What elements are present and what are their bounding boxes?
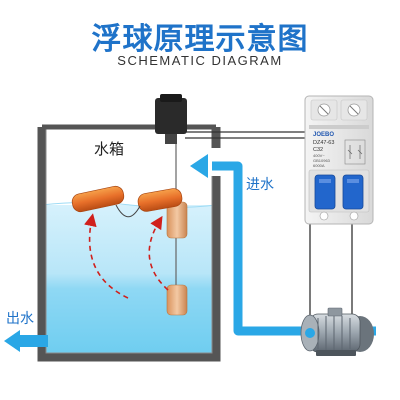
inlet-arrowhead: [190, 154, 208, 178]
float-right: [137, 188, 183, 212]
motion-arrow-left: [84, 213, 129, 299]
outlet-arrowhead: [4, 330, 20, 352]
breaker-toggle-right: [342, 174, 364, 210]
tank-wall: [37, 127, 221, 362]
breaker-spec-2: GB10963: [313, 158, 331, 163]
float-switch-mount: [165, 134, 177, 144]
tank-label: 水箱: [94, 140, 124, 158]
breaker-spec-1: 400V~: [313, 153, 325, 158]
circuit-breaker: JOEBO DZ47-63 C32 400V~ GB10963 6000A: [304, 95, 374, 225]
tank-wall-inner: [45, 127, 213, 354]
breaker-toggle-left: [314, 174, 336, 210]
counterweight-lower: [166, 284, 188, 316]
breaker-symbol-box: [344, 139, 366, 165]
float-switch-cap: [160, 94, 182, 102]
breaker-brand: JOEBO: [313, 132, 334, 138]
motion-arrow-right: [148, 215, 169, 291]
outlet-label: 出水: [6, 311, 34, 327]
float-cable: [115, 204, 141, 218]
outlet-pipe: [18, 335, 48, 347]
water-pump: [300, 307, 374, 356]
page-subtitle: SCHEMATIC DIAGRAM: [117, 53, 283, 68]
page-title: 浮球原理示意图: [91, 22, 309, 57]
float-left: [71, 185, 125, 213]
breaker-rating: C32: [313, 147, 323, 153]
inlet-pipe: [212, 161, 303, 336]
tank-water: [42, 205, 216, 357]
breaker-spec-3: 6000A: [313, 163, 325, 168]
water-surface: [41, 202, 217, 208]
breaker-model: DZ47-63: [313, 140, 334, 146]
float-switch-head: [155, 98, 187, 134]
inlet-label: 进水: [246, 177, 274, 193]
